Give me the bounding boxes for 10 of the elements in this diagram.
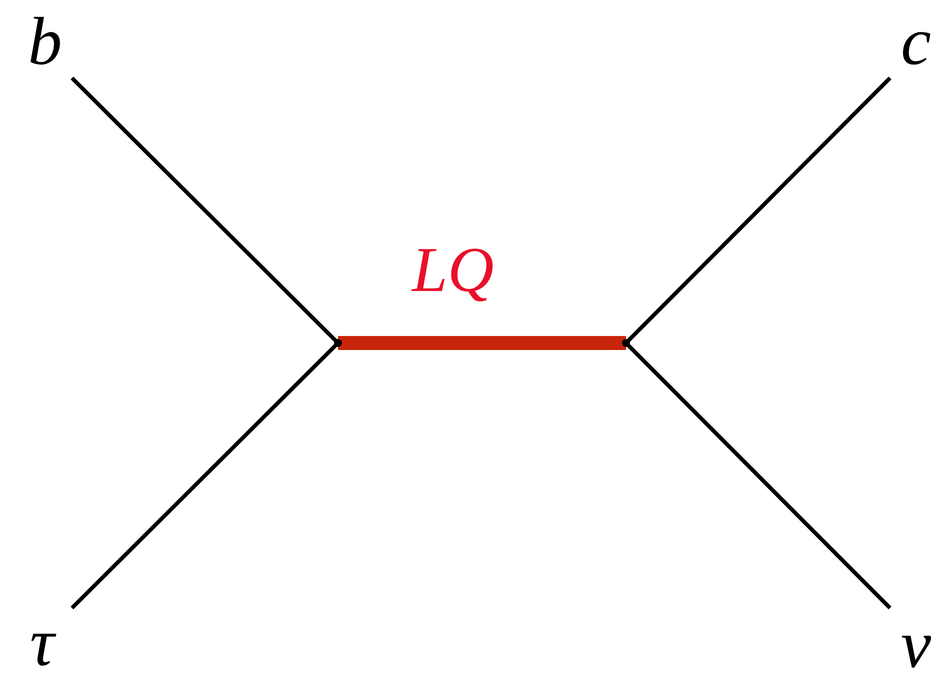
particle-label: τ <box>12 608 72 676</box>
fermion-line <box>624 342 892 610</box>
particle-label: ν <box>890 608 942 680</box>
fermion-line <box>70 342 340 610</box>
particle-label: b <box>18 4 72 78</box>
fermion-line <box>624 76 892 344</box>
edge-label: LQ <box>412 238 494 302</box>
propagator-line <box>338 336 626 350</box>
particle-label: c <box>890 4 942 78</box>
fermion-line <box>70 76 340 344</box>
